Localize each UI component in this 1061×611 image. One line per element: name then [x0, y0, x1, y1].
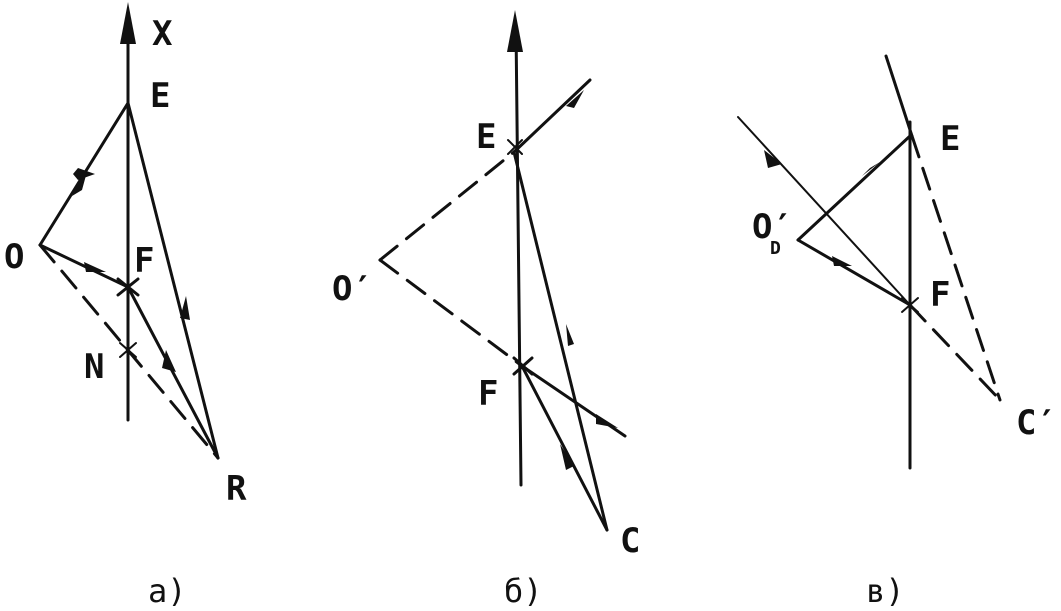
ray-f-r: [126, 285, 220, 460]
ray-o-f-arrowhead: [832, 256, 852, 266]
panel-c: E O′ D F C′ в): [737, 54, 1057, 610]
ray-f-r-arrowhead: [162, 350, 176, 372]
axis-line: [514, 26, 523, 487]
dashed-o-f: [378, 258, 524, 368]
label-e: E: [476, 117, 496, 157]
label-e: E: [150, 76, 170, 116]
label-c: C: [620, 521, 640, 561]
label-x: X: [152, 14, 173, 54]
dashed-o-e: [378, 150, 516, 262]
ray-e-out: [512, 78, 592, 154]
axis-arrowhead: [120, 2, 136, 44]
ray-e-o-arrowhead: [862, 162, 880, 176]
point-f-mark: [512, 356, 534, 376]
point-f-mark: [901, 297, 919, 313]
label-f: F: [478, 374, 498, 414]
label-c: C′: [1016, 403, 1057, 443]
panel-a: X E O F N R a): [4, 2, 247, 610]
point-f-mark: [116, 277, 140, 297]
label-f: F: [134, 241, 154, 281]
ray-c-f-arrowhead: [560, 444, 574, 470]
ray-incoming-arrowhead: [764, 150, 782, 168]
label-o: O′: [332, 269, 373, 309]
ray-e-r: [126, 101, 220, 460]
ray-e-c: [512, 150, 609, 532]
ray-o-e-arrowhead: [72, 168, 88, 196]
label-f: F: [930, 275, 950, 315]
ray-e-o: [796, 134, 912, 242]
ray-e-c-arrowhead: [566, 324, 574, 346]
point-n-mark: [119, 342, 137, 358]
caption-b: б): [504, 572, 543, 606]
label-e: E: [940, 119, 960, 159]
dashed-f-c: [908, 303, 1002, 402]
label-o-subscript: D: [770, 238, 781, 259]
label-n: N: [84, 347, 104, 387]
dashed-e-c: [910, 134, 1002, 402]
panel-b: E O′ F C б): [332, 10, 640, 610]
ray-incoming: [737, 116, 911, 306]
ray-f-out-arrowhead: [596, 414, 618, 428]
ray-e-r-arrowhead: [180, 296, 190, 320]
caption-a: a): [148, 572, 187, 606]
label-o: O: [4, 237, 24, 277]
point-e-mark: [507, 139, 523, 155]
ray-o-f: [38, 243, 130, 289]
caption-c: в): [866, 572, 905, 606]
ray-e-out-arrowhead: [566, 90, 584, 108]
label-o: O′: [752, 207, 793, 247]
label-r: R: [226, 469, 247, 509]
ray-o-f: [796, 238, 912, 307]
axis-arrowhead: [507, 10, 523, 52]
ray-c-f: [520, 364, 609, 532]
ray-o-f-arrowhead: [84, 262, 106, 272]
line-top-e: [884, 54, 914, 138]
